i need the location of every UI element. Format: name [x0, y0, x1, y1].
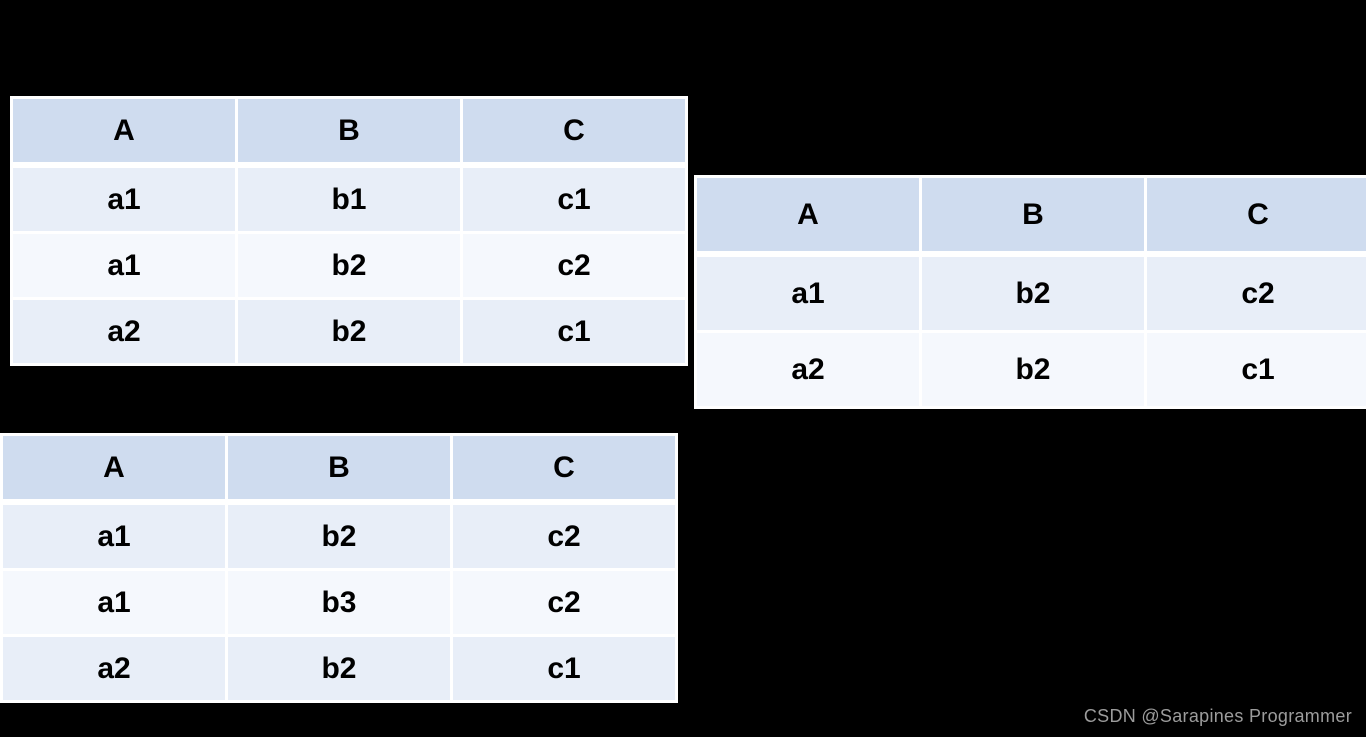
data-cell: b2	[225, 500, 453, 571]
table-row: a2 b2 c1	[694, 330, 1366, 409]
data-cell: c1	[1144, 330, 1366, 409]
data-cell: c1	[450, 634, 678, 703]
header-cell-a: A	[0, 433, 228, 505]
data-cell: b1	[235, 163, 463, 234]
table-row: a2 b2 c1	[0, 634, 678, 703]
table-top-left: A B C a1 b1 c1 a1 b2 c2 a2 b2 c1	[10, 96, 688, 366]
data-cell: a1	[0, 568, 228, 637]
data-cell: a1	[694, 252, 922, 333]
data-cell: a2	[694, 330, 922, 409]
header-cell-a: A	[10, 96, 238, 168]
data-cell: c2	[1144, 252, 1366, 333]
table-row: a2 b2 c1	[10, 297, 688, 366]
table-row: a1 b3 c2	[0, 568, 678, 637]
data-cell: b2	[225, 634, 453, 703]
table-header-row: A B C	[694, 175, 1366, 257]
table-row: a1 b1 c1	[10, 163, 688, 234]
table-row: a1 b2 c2	[10, 231, 688, 300]
data-cell: a2	[10, 297, 238, 366]
table-header-row: A B C	[0, 433, 678, 505]
data-cell: b2	[919, 252, 1147, 333]
header-cell-b: B	[225, 433, 453, 505]
header-cell-a: A	[694, 175, 922, 257]
data-cell: c2	[450, 500, 678, 571]
header-cell-b: B	[919, 175, 1147, 257]
table-right: A B C a1 b2 c2 a2 b2 c1	[694, 175, 1366, 409]
data-cell: a1	[10, 163, 238, 234]
data-cell: b2	[235, 231, 463, 300]
data-cell: b3	[225, 568, 453, 637]
data-cell: c2	[450, 568, 678, 637]
table-bottom-left: A B C a1 b2 c2 a1 b3 c2 a2 b2 c1	[0, 433, 678, 703]
data-cell: a2	[0, 634, 228, 703]
header-cell-b: B	[235, 96, 463, 168]
header-cell-c: C	[450, 433, 678, 505]
csdn-watermark: CSDN @Sarapines Programmer	[1083, 706, 1352, 726]
data-cell: b2	[919, 330, 1147, 409]
table-row: a1 b2 c2	[694, 252, 1366, 333]
data-cell: a1	[10, 231, 238, 300]
data-cell: a1	[0, 500, 228, 571]
data-cell: c1	[460, 297, 688, 366]
data-cell: b2	[235, 297, 463, 366]
data-cell: c2	[460, 231, 688, 300]
table-row: a1 b2 c2	[0, 500, 678, 571]
table-header-row: A B C	[10, 96, 688, 168]
header-cell-c: C	[1144, 175, 1366, 257]
data-cell: c1	[460, 163, 688, 234]
header-cell-c: C	[460, 96, 688, 168]
